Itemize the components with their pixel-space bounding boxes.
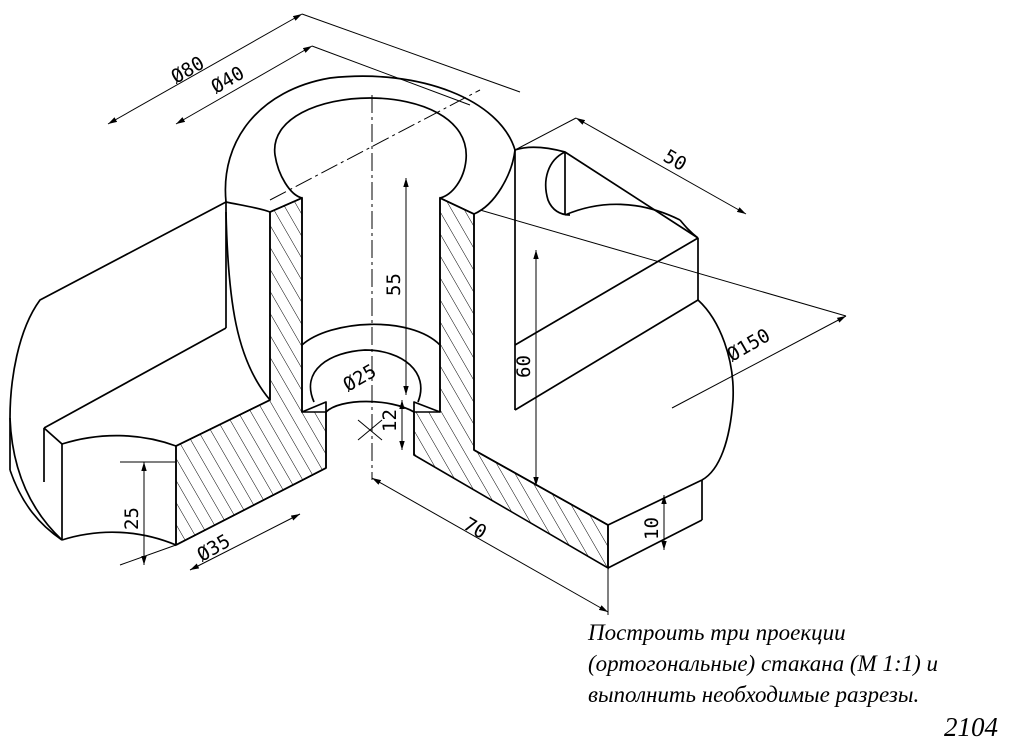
caption-line-3: выполнить необходимые разрезы.: [588, 682, 920, 707]
dim-12: 12: [379, 409, 401, 432]
dim-d80: Ø80: [168, 52, 209, 88]
caption-line-1: Построить три проекции: [588, 620, 846, 645]
dim-d150: Ø150: [724, 324, 775, 366]
caption-line-2: (ортогональные) стакана (М 1:1) и: [588, 651, 939, 676]
dim-55: 55: [383, 273, 405, 296]
dimension-lines: [107, 13, 847, 615]
dim-d35: Ø35: [194, 530, 235, 566]
dim-50: 50: [660, 145, 691, 175]
dim-d25: Ø25: [340, 360, 381, 396]
sheet-number: 2104: [944, 712, 998, 742]
dim-60: 60: [513, 355, 535, 378]
dim-10: 10: [641, 517, 663, 540]
dim-25: 25: [121, 507, 143, 530]
dim-70: 70: [460, 513, 491, 543]
dim-d40: Ø40: [208, 62, 249, 98]
task-caption: Построить три проекции (ортогональные) с…: [588, 617, 1028, 710]
part-outline: [9, 75, 734, 569]
